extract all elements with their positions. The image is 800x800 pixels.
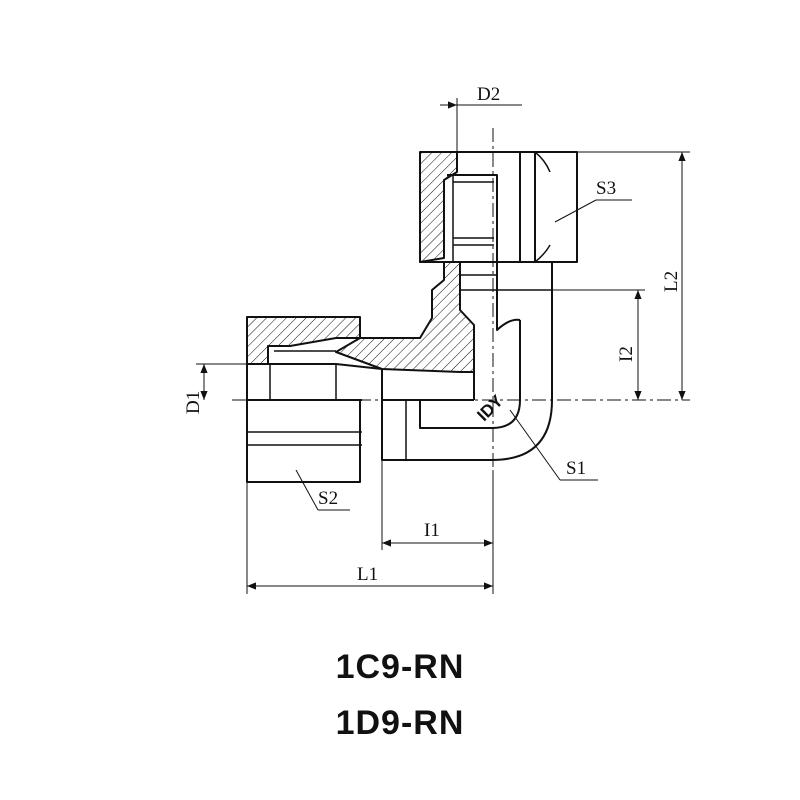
upper-nut <box>419 151 578 263</box>
dimension-label-s2: S2 <box>318 488 338 509</box>
dimension-label-d1: D1 <box>183 391 204 414</box>
dimension-label-s1: S1 <box>566 458 586 479</box>
part-code-2: 1D9-RN <box>335 704 465 742</box>
brand-mark: IDY <box>473 391 507 425</box>
dimension-label-l1: L1 <box>357 564 378 585</box>
dimension-label-d2: D2 <box>477 84 500 105</box>
dimension-label-s3: S3 <box>596 178 616 199</box>
elbow-body <box>335 261 553 461</box>
dimension-label-l2: L2 <box>661 271 682 292</box>
dimension-lines <box>196 98 690 594</box>
dimension-label-i2: I2 <box>616 346 637 362</box>
part-code-1: 1C9-RN <box>335 648 465 686</box>
dimension-label-i1: I1 <box>424 520 440 541</box>
centerlines <box>232 128 690 470</box>
